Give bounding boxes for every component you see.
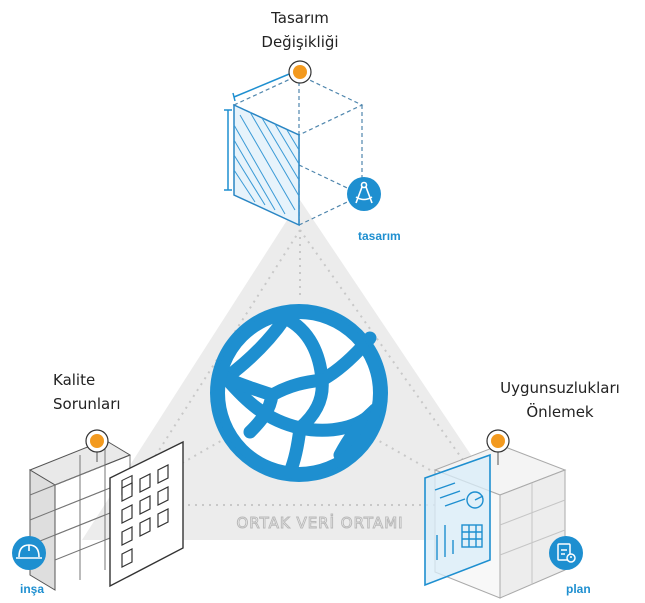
marker-left (85, 429, 109, 462)
right-caption-line2: Önlemek (526, 403, 594, 421)
common-data-environment-label: ORTAK VERİ ORTAMI (236, 514, 404, 533)
marker-right (486, 429, 510, 465)
clipboard-clock-icon (549, 536, 583, 570)
design-tag: tasarım (358, 229, 401, 243)
top-caption-line1: Tasarım (271, 9, 329, 27)
right-caption-line1: Uygunsuzlukları (500, 379, 620, 397)
top-caption: Tasarım Değişikliği (250, 6, 350, 54)
drafting-compass-icon (347, 177, 381, 211)
planning-tag: plan (566, 582, 591, 596)
top-caption-line2: Değişikliği (261, 33, 339, 51)
design-cube (224, 71, 364, 227)
left-caption: Kalite Sorunları (53, 368, 121, 416)
left-caption-line1: Kalite (53, 371, 96, 389)
network-globe-icon (210, 304, 388, 482)
right-caption: Uygunsuzlukları Önlemek (490, 376, 630, 424)
planning-cube (424, 444, 567, 599)
hard-hat-icon (12, 536, 46, 570)
construction-tag: inşa (20, 582, 45, 596)
left-caption-line2: Sorunları (53, 395, 121, 413)
marker-top (288, 60, 312, 84)
change-markers (85, 60, 510, 465)
